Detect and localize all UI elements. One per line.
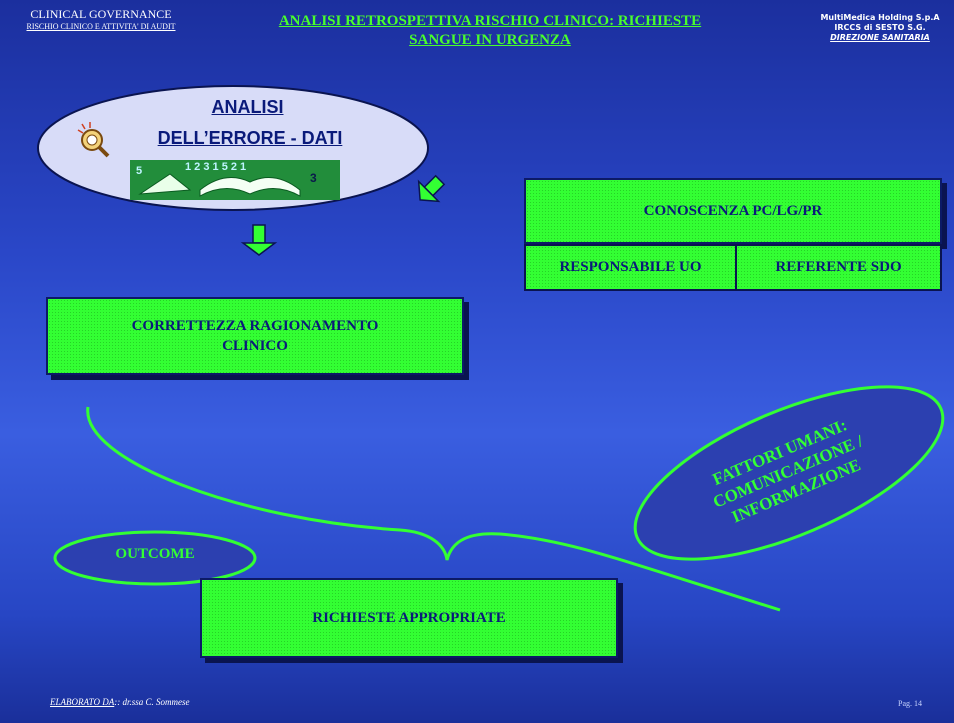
diagonal-arrow-icon [417,174,446,203]
analisi-title-line1: ANALISI [211,97,284,117]
correttezza-line1: CORRETTEZZA RAGIONAMENTO [131,318,379,334]
outcome-ellipse [53,530,257,586]
referente-cell: REFERENTE SDO [737,246,940,289]
svg-text:1 2 3 1 5 2 1: 1 2 3 1 5 2 1 [185,161,246,173]
header-left-subtitle: RISCHIO CLINICO E ATTIVITA' DI AUDIT [26,22,176,31]
footer-author: ELABORATO DA:: dr.ssa C. Sommese [50,697,190,707]
data-book-icon: 1 2 3 1 5 2 1 3 5 [130,160,340,200]
fattori-ellipse [633,385,945,561]
correttezza-box: CORRETTEZZA RAGIONAMENTO CLINICO [46,297,464,375]
slide-title-line1: ANALISI RETROSPETTIVA RISCHIO CLINICO: R… [278,13,702,29]
down-arrow-icon [240,224,278,256]
richieste-box: RICHIESTE APPROPRIATE [200,578,618,658]
org-site: IRCCS di SESTO S.G. [834,23,926,32]
header-left-title: CLINICAL GOVERNANCE [30,7,172,21]
footer-author-label: ELABORATO DA [50,697,115,707]
org-dept: DIREZIONE SANITARIA [830,33,930,42]
conoscenza-box: CONOSCENZA PC/LG/PR [524,178,942,244]
conoscenza-subrow: RESPONSABILE UO REFERENTE SDO [524,244,942,291]
header-right: MultiMedica Holding S.p.A IRCCS di SESTO… [805,13,954,43]
svg-text:3: 3 [310,171,317,185]
slide-title-line2: SANGUE IN URGENZA [409,32,571,48]
outcome-label: OUTCOME [115,546,195,562]
analisi-title: ANALISI [190,96,305,118]
header-left: CLINICAL GOVERNANCE RISCHIO CLINICO E AT… [6,8,196,32]
slide-title: ANALISI RETROSPETTIVA RISCHIO CLINICO: R… [210,12,770,50]
page-number: Pag. 14 [898,699,922,708]
responsabile-cell: RESPONSABILE UO [526,246,735,289]
analisi-subtitle: DELL’ERRORE - DATI [157,128,343,148]
svg-text:5: 5 [136,165,142,177]
org-name: MultiMedica Holding S.p.A [820,13,940,22]
footer-author-name: :: dr.ssa C. Sommese [114,697,190,707]
magnifier-icon [77,122,110,158]
brace-connector [86,406,781,612]
correttezza-line2: CLINICO [222,338,288,354]
